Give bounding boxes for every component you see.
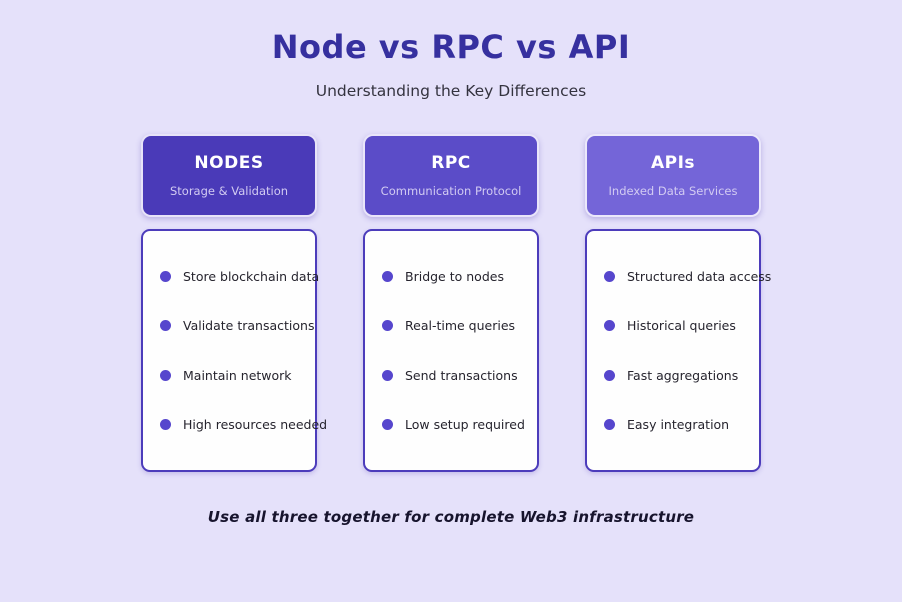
bullet-icon bbox=[604, 418, 615, 430]
bullet-icon bbox=[604, 369, 615, 381]
list-item: Structured data access bbox=[604, 269, 771, 284]
nodes-header-title: NODES bbox=[194, 153, 264, 173]
list-item: Maintain network bbox=[160, 368, 315, 383]
list-item-label: Easy integration bbox=[627, 416, 730, 432]
list-item: Low setup required bbox=[382, 417, 537, 432]
list-item-label: Maintain network bbox=[183, 367, 292, 383]
rpc-header-subtitle: Communication Protocol bbox=[380, 184, 522, 198]
nodes-feature-card: Store blockchain data Validate transacti… bbox=[141, 229, 327, 472]
nodes-header-subtitle: Storage & Validation bbox=[169, 184, 289, 198]
list-item: Historical queries bbox=[604, 318, 759, 333]
list-item-label: Fast aggregations bbox=[627, 367, 739, 383]
list-item: Validate transactions bbox=[160, 318, 315, 333]
column-rpc: RPC Communication Protocol Bridge to nod… bbox=[363, 134, 539, 472]
apis-header-card: APIs Indexed Data Services bbox=[585, 134, 761, 217]
nodes-header-card: NODES Storage & Validation bbox=[141, 134, 317, 217]
bullet-icon bbox=[160, 271, 171, 283]
list-item-label: Real-time queries bbox=[405, 318, 516, 334]
list-item-label: Structured data access bbox=[627, 269, 772, 285]
list-item: Easy integration bbox=[604, 417, 759, 432]
column-nodes: NODES Storage & Validation Store blockch… bbox=[141, 134, 327, 472]
list-item-label: Store blockchain data bbox=[183, 269, 320, 285]
list-item: Fast aggregations bbox=[604, 368, 759, 383]
apis-header-subtitle: Indexed Data Services bbox=[608, 184, 738, 198]
rpc-header-card: RPC Communication Protocol bbox=[363, 134, 539, 217]
list-item: Real-time queries bbox=[382, 318, 537, 333]
bullet-icon bbox=[160, 369, 171, 381]
bullet-icon bbox=[382, 271, 393, 283]
column-apis: APIs Indexed Data Services Structured da… bbox=[585, 134, 771, 472]
apis-header-title: APIs bbox=[650, 153, 696, 173]
list-item-label: Send transactions bbox=[405, 367, 518, 383]
page-subtitle: Understanding the Key Differences bbox=[315, 82, 587, 100]
bullet-icon bbox=[604, 271, 615, 283]
bullet-icon bbox=[382, 320, 393, 332]
rpc-header-title: RPC bbox=[431, 153, 471, 173]
footer-note: Use all three together for complete Web3… bbox=[207, 508, 695, 526]
list-item-label: Historical queries bbox=[627, 318, 736, 334]
comparison-columns: NODES Storage & Validation Store blockch… bbox=[0, 134, 902, 472]
page-title: Node vs RPC vs API bbox=[271, 28, 631, 66]
list-item-label: Bridge to nodes bbox=[405, 269, 504, 285]
list-item-label: High resources needed bbox=[183, 416, 328, 432]
rpc-feature-card: Bridge to nodes Real-time queries Send t… bbox=[363, 229, 539, 472]
bullet-icon bbox=[382, 369, 393, 381]
bullet-icon bbox=[382, 418, 393, 430]
bullet-icon bbox=[604, 320, 615, 332]
list-item: Bridge to nodes bbox=[382, 269, 537, 284]
bullet-icon bbox=[160, 320, 171, 332]
list-item-label: Validate transactions bbox=[183, 318, 315, 334]
apis-feature-card: Structured data access Historical querie… bbox=[585, 229, 771, 472]
bullet-icon bbox=[160, 418, 171, 430]
list-item: Send transactions bbox=[382, 368, 537, 383]
list-item: Store blockchain data bbox=[160, 269, 319, 284]
list-item: High resources needed bbox=[160, 417, 327, 432]
list-item-label: Low setup required bbox=[405, 416, 525, 432]
